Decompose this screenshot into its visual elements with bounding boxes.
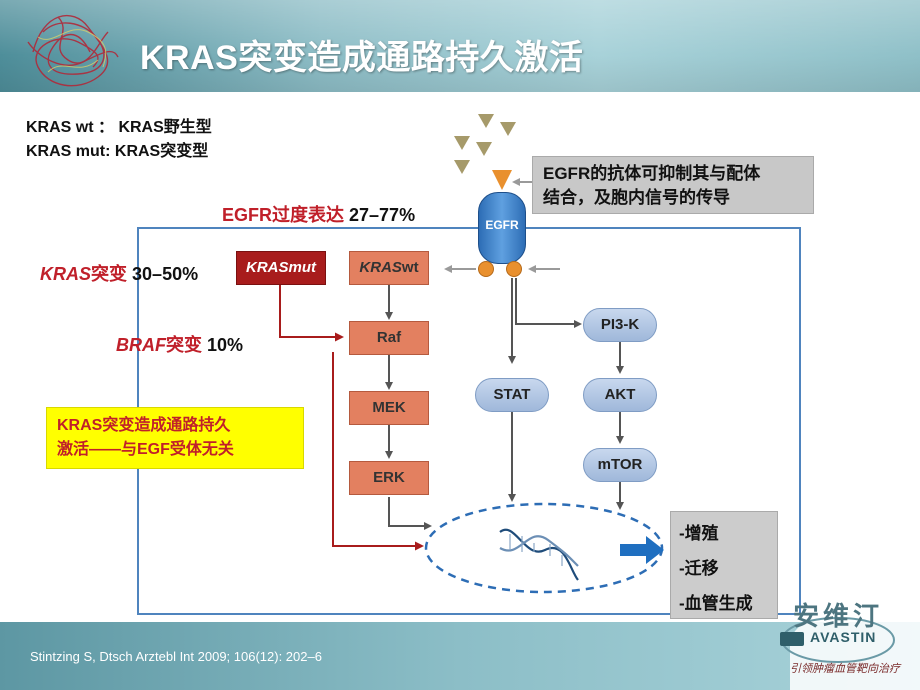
citation: Stintzing S, Dtsch Arztebl Int 2009; 106… — [30, 649, 322, 664]
antibody-callout-line1: EGFR的抗体可抑制其与配体 — [543, 164, 761, 183]
kras-mutation-gene: KRAS — [40, 264, 92, 284]
outcome-item: -迁移 — [679, 559, 719, 578]
cellular-outcomes-box: -增殖 -迁移 -血管生成 — [670, 511, 778, 619]
slide-title: KRAS突变造成通路持久激活 — [140, 39, 584, 77]
logo-tagline: 引领肿瘤血管靶向治疗 — [790, 663, 900, 675]
nucleus-outline — [424, 502, 664, 594]
arrow-braf-nucleus — [332, 352, 424, 551]
ligand-triangle-icon — [454, 160, 470, 174]
mtor-node: mTOR — [583, 448, 657, 482]
arrow-erk-nucleus — [388, 497, 432, 530]
pi3k-node: PI3-K — [583, 308, 657, 342]
slide-footer — [0, 622, 920, 690]
egfr-overexpression-value: 27–77% — [349, 205, 416, 225]
outcome-item: -血管生成 — [679, 594, 753, 613]
output-arrow-icon — [620, 536, 664, 564]
kras-wt-suffix: wt — [401, 259, 419, 276]
egf-ligands — [454, 114, 516, 174]
dna-helix-icon — [499, 528, 579, 581]
ligand-triangle-icon — [454, 136, 470, 150]
ligand-triangle-icon — [478, 114, 494, 128]
legend-kras-mut: KRAS mut: KRAS突变型 — [26, 143, 209, 160]
ligand-triangle-icon — [476, 142, 492, 156]
receptor-kinase-dot-icon — [478, 261, 494, 277]
egfr-label: EGFR — [485, 218, 519, 232]
kras-mut-gene: KRAS — [245, 259, 289, 276]
stat-node: STAT — [475, 378, 549, 412]
header-sheen — [0, 0, 920, 92]
kras-mutation-label: KRAS突变 30–50% — [40, 260, 198, 286]
mek-box: MEK — [349, 391, 429, 425]
raf-box: Raf — [349, 321, 429, 355]
egfr-receptor — [478, 192, 526, 264]
receptor-kinase-dot-icon — [506, 261, 522, 277]
antibody-callout-line2: 结合，及胞内信号的传导 — [543, 188, 730, 207]
abbreviation-legend: KRAS wt ： KRAS野生型 KRAS mut: KRAS突变型 — [26, 116, 212, 164]
braf-mutation-value: 10% — [207, 335, 244, 355]
outcome-item: -增殖 — [679, 524, 719, 543]
kras-note-line2: 激活——与EGF受体无关 — [57, 441, 234, 458]
bound-ligand-icon — [492, 170, 512, 190]
kras-wt-box: KRASwt — [349, 251, 429, 285]
kras-mut-box: KRASmut — [236, 251, 326, 285]
egfr-overexpression-text: EGFR过度表达 — [222, 205, 350, 225]
protein-structure-image — [27, 14, 119, 87]
slide-header: KRAS突变造成通路持久激活 — [0, 0, 920, 92]
logo-vial-icon — [780, 632, 804, 646]
braf-mutation-gene: BRAF — [116, 335, 166, 355]
logo-name-cn: 安维汀 — [793, 602, 884, 632]
kras-activation-note: KRAS突变造成通路持久 激活——与EGF受体无关 — [46, 407, 304, 469]
arrow-krasmut-raf — [279, 285, 344, 342]
erk-box: ERK — [349, 461, 429, 495]
kras-wt-gene: KRAS — [359, 259, 402, 276]
kras-note-line1: KRAS突变造成通路持久 — [57, 417, 231, 434]
arrow-egfr-pi3k — [515, 278, 582, 328]
akt-node: AKT — [583, 378, 657, 412]
logo-name-en: AVASTIN — [810, 629, 877, 645]
antibody-callout: EGFR的抗体可抑制其与配体 结合，及胞内信号的传导 — [532, 156, 814, 214]
kras-mutation-value: 30–50% — [132, 264, 199, 284]
braf-mutation-label: BRAF突变 10% — [116, 331, 243, 357]
kras-mutation-text: 突变 — [91, 264, 133, 284]
egfr-overexpression-label: EGFR过度表达 27–77% — [222, 201, 415, 227]
ligand-triangle-icon — [500, 122, 516, 136]
legend-kras-wt: KRAS wt ： KRAS野生型 — [26, 119, 212, 136]
kras-mut-suffix: mut — [288, 259, 317, 276]
braf-mutation-text: 突变 — [166, 335, 208, 355]
